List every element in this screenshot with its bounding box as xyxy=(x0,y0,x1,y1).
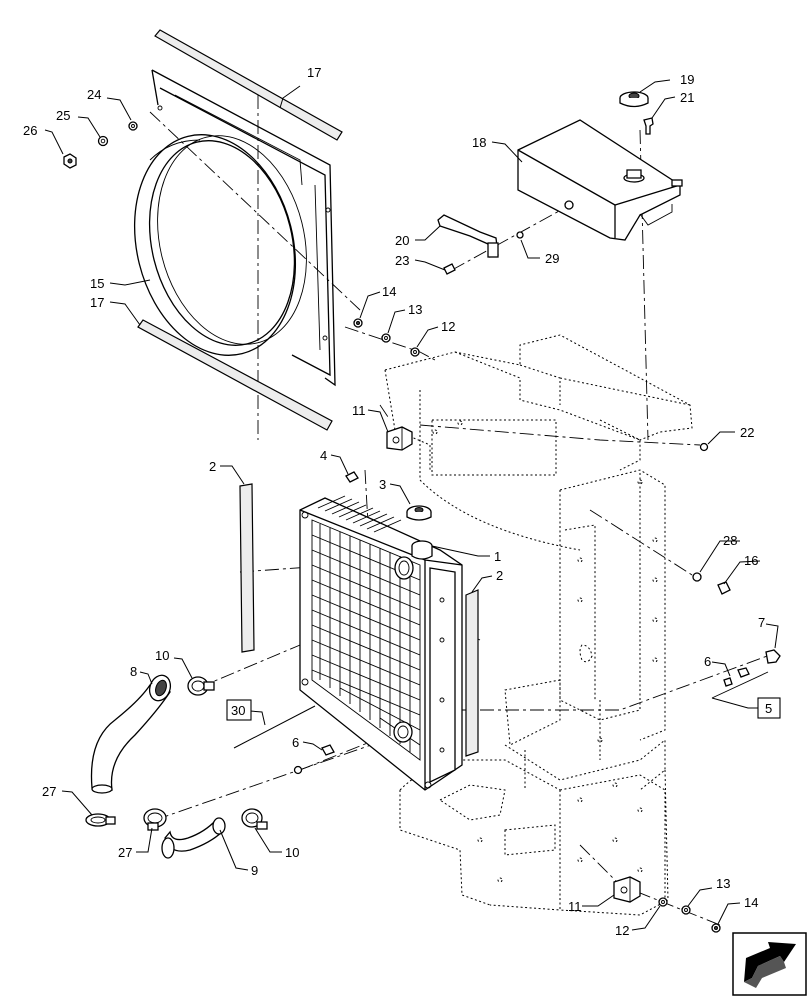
shroud-hardware xyxy=(63,121,138,169)
callout-17-bottom: 17 xyxy=(90,295,104,310)
seal-strip-bottom xyxy=(137,319,333,431)
mount-bracket-lower xyxy=(613,876,641,903)
callout-9: 9 xyxy=(251,863,258,878)
tank-bracket xyxy=(437,214,499,258)
callout-leaders xyxy=(44,79,779,931)
side-seal-left xyxy=(239,483,255,653)
callout-23: 23 xyxy=(395,253,409,268)
callout-3: 3 xyxy=(379,477,386,492)
drain-cap xyxy=(293,765,303,775)
callout-2-right: 2 xyxy=(496,568,503,583)
callout-8: 8 xyxy=(130,664,137,679)
callout-24: 24 xyxy=(87,87,101,102)
callout-7: 7 xyxy=(758,615,765,630)
callout-14-lower: 14 xyxy=(744,895,758,910)
drain-fitting xyxy=(737,667,750,678)
callout-10-lower: 10 xyxy=(285,845,299,860)
callout-26: 26 xyxy=(23,123,37,138)
callout-17-top: 17 xyxy=(307,65,321,80)
callout-5: 5 xyxy=(765,701,772,716)
callout-11-upper: 11 xyxy=(352,403,366,418)
callout-20: 20 xyxy=(395,233,409,248)
callout-21: 21 xyxy=(680,90,694,105)
hose-clamp-lower xyxy=(241,808,268,830)
tank-cap xyxy=(619,91,649,108)
callout-10-upper: 10 xyxy=(155,648,169,663)
fan-shroud xyxy=(133,69,336,387)
drain-valve xyxy=(765,649,781,664)
callout-box-5 xyxy=(757,697,781,719)
tank-bolt xyxy=(643,117,654,135)
callout-22: 22 xyxy=(740,425,754,440)
callout-30: 30 xyxy=(231,703,245,718)
frame-bolt xyxy=(717,581,731,595)
callout-16: 16 xyxy=(744,553,758,568)
radiator-core-grid xyxy=(311,524,421,752)
expansion-tank xyxy=(517,119,683,241)
callout-12-upper: 12 xyxy=(441,319,455,334)
hose-clamp-center xyxy=(143,808,167,831)
callout-13-upper: 13 xyxy=(408,302,422,317)
callout-15: 15 xyxy=(90,276,104,291)
frame-washer xyxy=(692,572,702,582)
callout-labels: 17 24 25 26 15 17 19 21 18 20 23 29 14 1… xyxy=(23,65,772,938)
callout-12-lower: 12 xyxy=(615,923,629,938)
side-seal-right xyxy=(465,589,479,757)
callout-25: 25 xyxy=(56,108,70,123)
hose-clamp-upper xyxy=(187,676,215,696)
drain-fitting-small xyxy=(723,677,733,687)
frame-plug xyxy=(699,442,709,452)
bracket-washer xyxy=(516,231,524,239)
mount-bracket-upper xyxy=(386,426,413,451)
callout-13-lower: 13 xyxy=(716,876,730,891)
bracket-bolt xyxy=(443,263,456,275)
callout-1: 1 xyxy=(494,549,501,564)
lower-hose xyxy=(161,817,226,859)
callout-6-right: 6 xyxy=(704,654,711,669)
seal-strip-top xyxy=(154,29,343,141)
radiator xyxy=(299,495,463,791)
callout-box-30 xyxy=(226,699,252,721)
callout-29: 29 xyxy=(545,251,559,266)
lower-mount-hardware xyxy=(658,897,721,933)
callout-6-lower: 6 xyxy=(292,735,299,750)
hose-clamp-left xyxy=(85,813,116,827)
radiator-cap xyxy=(406,505,432,521)
callout-19: 19 xyxy=(680,72,694,87)
callout-27-left: 27 xyxy=(42,784,56,799)
upper-hose xyxy=(90,674,172,794)
next-page-arrow-icon[interactable] xyxy=(732,932,807,996)
callout-18: 18 xyxy=(472,135,486,150)
callout-4: 4 xyxy=(320,448,327,463)
drain-plug xyxy=(345,471,359,483)
callout-2-left: 2 xyxy=(209,459,216,474)
callout-14-upper: 14 xyxy=(382,284,396,299)
drain-elbow xyxy=(321,744,335,756)
callout-28: 28 xyxy=(723,533,737,548)
callout-11-lower: 11 xyxy=(568,899,582,914)
callout-27-center: 27 xyxy=(118,845,132,860)
upper-mount-hardware xyxy=(353,318,420,357)
